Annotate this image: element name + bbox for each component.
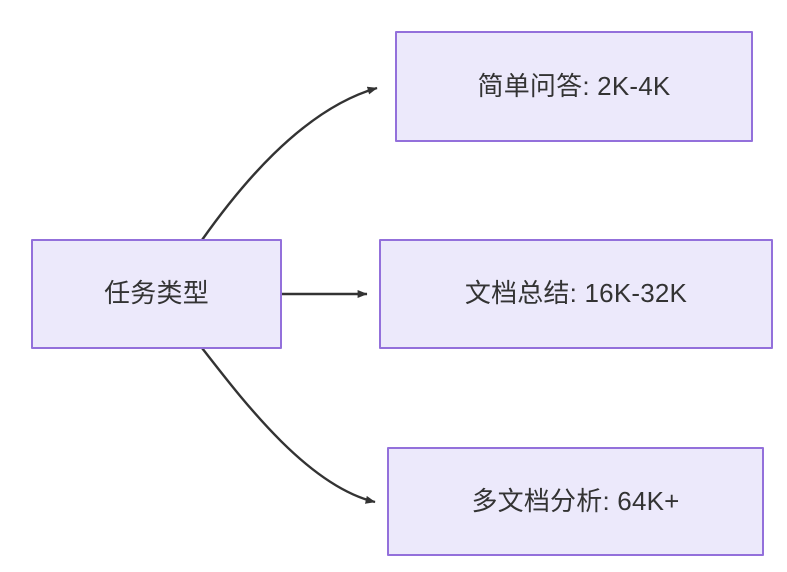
node-multi-doc-label: 多文档分析: 64K+: [471, 485, 680, 516]
node-task-type-label: 任务类型: [104, 278, 209, 309]
node-doc-summary-label: 文档总结: 16K-32K: [464, 278, 688, 309]
node-simple-qa-label: 简单问答: 2K-4K: [477, 70, 671, 101]
node-multi-doc[interactable]: 多文档分析: 64K+: [387, 447, 764, 556]
node-simple-qa[interactable]: 简单问答: 2K-4K: [395, 31, 753, 142]
node-doc-summary[interactable]: 文档总结: 16K-32K: [379, 239, 773, 349]
edge-source-to-multi-doc: [201, 347, 376, 504]
node-task-type[interactable]: 任务类型: [31, 239, 282, 349]
edge-source-to-simple-qa: [201, 86, 378, 241]
